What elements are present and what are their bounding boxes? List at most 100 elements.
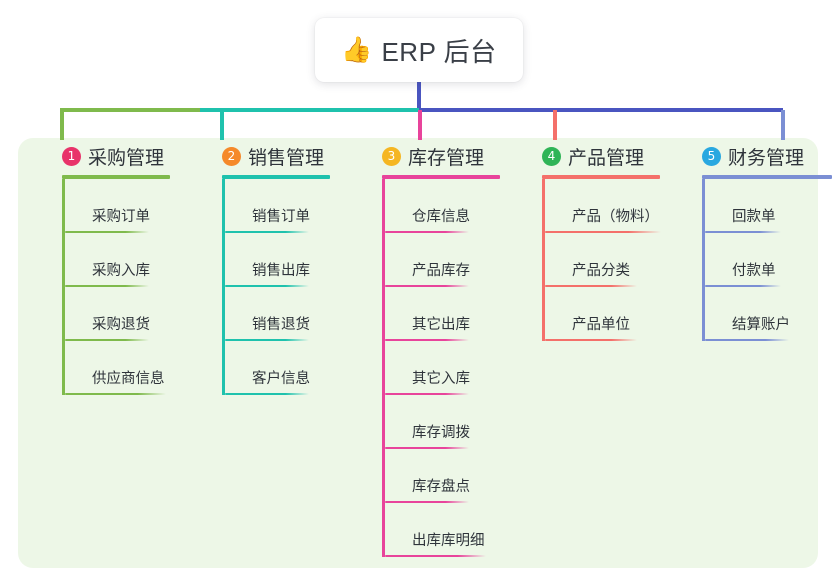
leaf-underline [705, 339, 789, 341]
leaf-item[interactable]: 付款单 [702, 233, 832, 287]
leaf-list-5: 回款单付款单结算账户 [702, 179, 832, 341]
leaf-underline [385, 339, 469, 341]
column-trunk-4 [542, 179, 545, 341]
leaf-underline [65, 339, 149, 341]
leaf-item[interactable]: 销售退货 [222, 287, 330, 341]
leaf-label: 采购退货 [92, 317, 150, 333]
leaf-list-3: 仓库信息产品库存其它出库其它入库库存调拨库存盘点出库库明细 [382, 179, 500, 557]
root-title: ERP 后台 [381, 36, 497, 67]
leaf-underline [385, 231, 469, 233]
leaf-label: 供应商信息 [92, 371, 165, 387]
leaf-item[interactable]: 其它出库 [382, 287, 500, 341]
leaf-underline [545, 339, 637, 341]
leaf-label: 付款单 [732, 263, 776, 279]
leaf-label: 客户信息 [252, 371, 310, 387]
column-underline-5 [702, 175, 832, 179]
leaf-item[interactable]: 产品库存 [382, 233, 500, 287]
leaf-label: 回款单 [732, 209, 776, 225]
leaf-underline [225, 231, 309, 233]
leaf-underline [385, 501, 469, 503]
thumbs-up-icon: 👍 [341, 35, 373, 64]
leaf-item[interactable]: 销售出库 [222, 233, 330, 287]
leaf-item[interactable]: 出库库明细 [382, 503, 500, 557]
bus-segment-2 [200, 108, 419, 112]
content-panel [18, 138, 818, 568]
leaf-underline [545, 285, 637, 287]
leaf-label: 出库库明细 [412, 533, 485, 549]
leaf-underline [65, 231, 149, 233]
leaf-item[interactable]: 产品（物料） [542, 179, 665, 233]
leaf-label: 产品（物料） [572, 209, 659, 225]
leaf-label: 库存调拨 [412, 425, 470, 441]
leaf-item[interactable]: 其它入库 [382, 341, 500, 395]
leaf-underline [65, 285, 149, 287]
leaf-item[interactable]: 采购退货 [62, 287, 171, 341]
leaf-label: 产品单位 [572, 317, 630, 333]
leaf-item[interactable]: 库存调拨 [382, 395, 500, 449]
drop-connector-1 [60, 110, 64, 140]
leaf-list-4: 产品（物料） 产品分类产品单位 [542, 179, 665, 341]
leaf-item[interactable]: 供应商信息 [62, 341, 171, 395]
leaf-label: 采购订单 [92, 209, 150, 225]
leaf-label: 其它出库 [412, 317, 470, 333]
column-header-5[interactable]: 5 财务管理 [678, 143, 832, 169]
leaf-label: 销售退货 [252, 317, 310, 333]
leaf-item[interactable]: 结算账户 [702, 287, 832, 341]
leaf-label: 其它入库 [412, 371, 470, 387]
column-badge-3: 3 [382, 146, 401, 166]
column-underline-4 [542, 175, 660, 179]
leaf-label: 采购入库 [92, 263, 150, 279]
leaf-item[interactable]: 销售订单 [222, 179, 330, 233]
leaf-label: 产品分类 [572, 263, 630, 279]
column-trunk-5 [702, 179, 705, 341]
leaf-underline [225, 393, 309, 395]
leaf-label: 销售订单 [252, 209, 310, 225]
column-3: 3 库存管理仓库信息产品库存其它出库其它入库库存调拨库存盘点出库库明细 [358, 143, 500, 557]
column-badge-2: 2 [222, 146, 241, 166]
column-header-3[interactable]: 3 库存管理 [358, 143, 500, 169]
leaf-label: 库存盘点 [412, 479, 470, 495]
column-underline-2 [222, 175, 330, 179]
leaf-underline [705, 285, 781, 287]
root-stem-connector [417, 82, 421, 110]
column-title-5: 财务管理 [728, 147, 805, 169]
leaf-label: 仓库信息 [412, 209, 470, 225]
leaf-underline [225, 285, 309, 287]
column-badge-5: 5 [702, 146, 721, 166]
root-node[interactable]: 👍 ERP 后台 [315, 18, 523, 82]
leaf-list-2: 销售订单销售出库销售退货客户信息 [222, 179, 330, 395]
column-badge-1: 1 [62, 146, 81, 166]
leaf-underline [705, 231, 781, 233]
column-underline-3 [382, 175, 500, 179]
leaf-underline [385, 285, 469, 287]
drop-connector-4 [553, 110, 557, 140]
leaf-item[interactable]: 客户信息 [222, 341, 330, 395]
leaf-item[interactable]: 采购订单 [62, 179, 171, 233]
drop-connector-5 [781, 110, 785, 140]
leaf-item[interactable]: 采购入库 [62, 233, 171, 287]
leaf-item[interactable]: 仓库信息 [382, 179, 500, 233]
leaf-underline [545, 231, 661, 233]
leaf-item[interactable]: 回款单 [702, 179, 832, 233]
leaf-item[interactable]: 产品分类 [542, 233, 665, 287]
column-trunk-1 [62, 179, 65, 395]
leaf-label: 结算账户 [732, 317, 790, 333]
column-trunk-3 [382, 179, 385, 557]
column-title-3: 库存管理 [408, 147, 485, 169]
leaf-item[interactable]: 库存盘点 [382, 449, 500, 503]
leaf-underline [65, 393, 166, 395]
leaf-label: 产品库存 [412, 263, 470, 279]
bus-segment-1 [60, 108, 200, 112]
drop-connector-2 [220, 110, 224, 140]
drop-connector-3 [418, 110, 422, 140]
leaf-underline [225, 339, 309, 341]
leaf-underline [385, 393, 469, 395]
leaf-item[interactable]: 产品单位 [542, 287, 665, 341]
